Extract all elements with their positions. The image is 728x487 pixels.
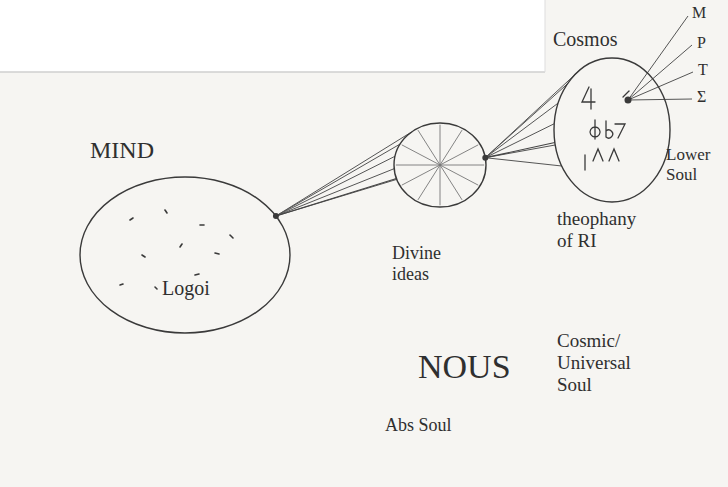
fan-line (276, 179, 397, 216)
sketch-label: P (697, 34, 717, 52)
sphere-outline (70, 135, 305, 340)
paper-edge (545, 0, 546, 72)
cosmos-symbol (623, 91, 629, 97)
node-text: Abs Soul (385, 415, 485, 436)
emanation-fan (485, 70, 579, 166)
wheel-spoke (440, 125, 441, 165)
mind-dot (180, 244, 182, 247)
wheel-spoke (418, 165, 440, 200)
fan-line (485, 124, 554, 158)
cosmos-symbol (606, 121, 613, 138)
source-dot (482, 155, 488, 161)
node-text: NOUS (418, 347, 530, 386)
idea-sphere: Divine ideasNOUS Abs Soul (380, 115, 534, 455)
sketch-label: T (698, 61, 718, 79)
fan-line (485, 158, 561, 166)
mind-dot (155, 287, 157, 289)
cosmos-symbol (590, 120, 600, 139)
mind-dot (165, 210, 167, 213)
sketch-label: M (692, 4, 716, 22)
fan-line (276, 156, 395, 216)
fan-line (276, 132, 412, 216)
sphere-ellipse (554, 58, 670, 202)
wheel-spoke (440, 165, 441, 205)
wheel-spoke (402, 145, 440, 165)
node-text: Cosmic/ Universal Soul (557, 330, 657, 396)
mind-dot (200, 224, 204, 226)
idea-sphere: MIND Logoi (70, 135, 305, 340)
node-text: MIND (90, 137, 185, 165)
mind-dot (130, 218, 133, 220)
sphere-ellipse (394, 123, 486, 207)
emanation-line (485, 142, 555, 157)
node-text: Logoi (162, 277, 242, 300)
wheel-spoke (440, 165, 478, 185)
cosmos-symbol (584, 155, 585, 170)
sketch-label: Lower Soul (666, 145, 722, 184)
fan-line (485, 103, 558, 158)
leader-line (628, 99, 692, 100)
wheel-spoke (440, 165, 484, 166)
mind-dot (215, 253, 219, 254)
emanation-fan (276, 132, 412, 216)
wheel-spoke (396, 165, 440, 166)
sphere-outline (545, 25, 695, 425)
fan-line (276, 169, 394, 216)
wheel-spoke (402, 165, 440, 185)
mind-dot (195, 274, 199, 275)
emanation-line (276, 179, 397, 216)
mind-dot (142, 255, 145, 257)
wheel-spoke (418, 130, 440, 165)
leader-line (628, 72, 693, 100)
fan-line (485, 70, 579, 157)
cosmos-symbol (593, 149, 619, 161)
sketch-label: Σ (697, 88, 717, 106)
hub-dot (625, 97, 632, 104)
mind-dot (230, 235, 233, 238)
top-paper-strip (0, 0, 545, 72)
node-text: Cosmos (553, 28, 643, 51)
wheel-spoke (440, 165, 462, 200)
leader-line (628, 45, 692, 100)
node-text: theophany of RI (557, 208, 652, 252)
idea-sphere: Cosmos theophany of RI Cosmic/ Universal S… (545, 25, 695, 425)
source-dot (273, 213, 279, 219)
node-text: Divine ideas (392, 243, 467, 284)
fan-line (276, 144, 400, 216)
sphere-ellipse (80, 177, 290, 333)
mind-dot (120, 284, 123, 285)
wheel-spoke (440, 130, 462, 165)
cosmos-symbol (615, 124, 625, 138)
cosmos-symbol (582, 87, 595, 109)
sphere-outline (380, 115, 534, 455)
paper-edge (0, 71, 545, 73)
wheel-spoke (440, 145, 478, 165)
